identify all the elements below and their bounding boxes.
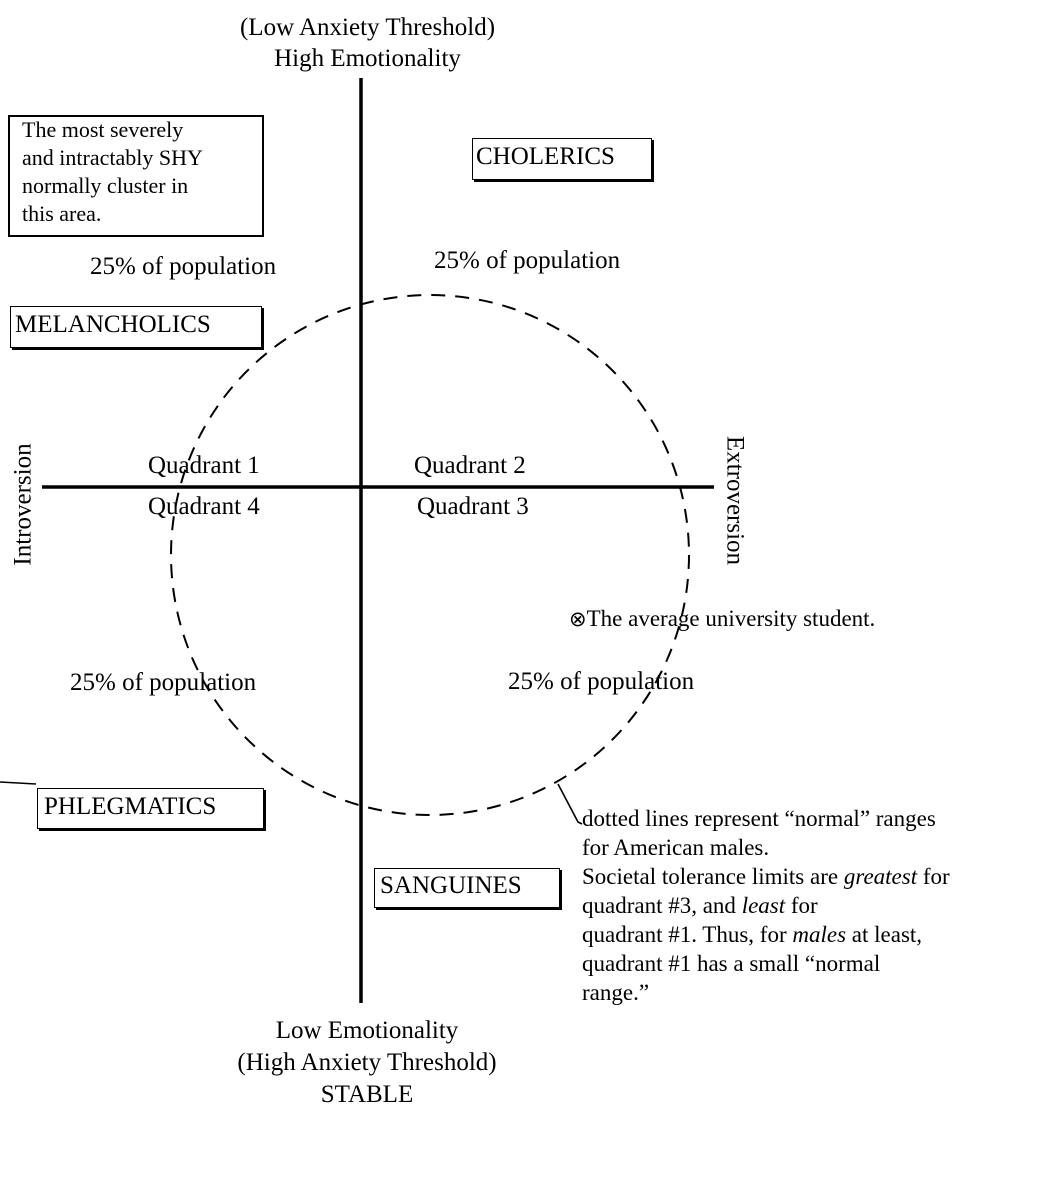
cholerics-box: [472, 138, 652, 180]
quadrant-3-label: Quadrant 3: [417, 493, 529, 520]
stray-mark: [0, 781, 37, 785]
range-note-greatest: greatest: [843, 864, 918, 889]
range-note-pointer: [557, 783, 583, 825]
cholerics-label: CHOLERICS: [476, 143, 615, 170]
sanguines-box: [374, 868, 560, 908]
bottom-axis-label-2: (High Anxiety Threshold): [237, 1049, 497, 1076]
shy-note-line-1: The most severely: [22, 117, 184, 142]
student-marker-row: ⊗The average university student.: [569, 604, 875, 634]
sanguines-label: SANGUINES: [380, 872, 522, 899]
range-note-line-5: quadrant #1. Thus, for males at least,: [582, 920, 922, 949]
shy-note-line-4: this area.: [22, 201, 102, 226]
quadrant-4-label: Quadrant 4: [148, 493, 260, 520]
range-note-line-6: quadrant #1 has a small “normal: [582, 951, 881, 976]
student-label: The average university student.: [586, 606, 876, 631]
range-note-line-1: dotted lines represent “normal” ranges: [582, 806, 936, 831]
range-note-line-5a: quadrant #1. Thus, for: [582, 922, 793, 947]
range-note-line-7: range.”: [582, 980, 650, 1005]
normal-range-ellipse: [170, 294, 690, 816]
range-note-line-4c: for: [785, 893, 818, 918]
melancholics-label: MELANCHOLICS: [15, 311, 211, 338]
extroversion-text: Extroversion: [721, 435, 749, 566]
range-note-line-3c: for: [917, 864, 950, 889]
extroversion-label: Extroversion: [721, 416, 750, 586]
bottom-axis-label-3: STABLE: [320, 1081, 414, 1108]
range-note-line-4a: quadrant #3, and: [582, 893, 742, 918]
shy-note-line-2: and intractably SHY: [22, 145, 203, 170]
range-note-least: least: [741, 893, 786, 918]
quadrant-2-label: Quadrant 2: [414, 452, 526, 479]
range-note-males: males: [792, 922, 847, 947]
phlegmatics-label: PHLEGMATICS: [44, 793, 217, 820]
quadrant-1-label: Quadrant 1: [148, 452, 260, 479]
population-q2: 25% of population: [434, 247, 621, 274]
population-q4: 25% of population: [70, 669, 257, 696]
population-q1: 25% of population: [90, 253, 277, 280]
introversion-label: Introversion: [9, 420, 38, 590]
shy-note-line-3: normally cluster in: [22, 173, 189, 198]
range-note-line-4: quadrant #3, and least for: [582, 891, 818, 920]
phlegmatics-box: [37, 788, 264, 829]
range-note-line-5c: at least,: [846, 922, 923, 947]
student-marker-icon: ⊗: [569, 607, 587, 631]
bottom-axis-label-1: Low Emotionality: [275, 1017, 459, 1044]
range-note-line-2: for American males.: [582, 835, 770, 860]
melancholics-box: [10, 306, 262, 348]
introversion-text: Introversion: [9, 443, 37, 566]
top-axis-label-1: (Low Anxiety Threshold): [239, 14, 496, 41]
range-note-line-3a: Societal tolerance limits are: [582, 864, 844, 889]
top-axis-label-2: High Emotionality: [274, 45, 461, 72]
range-note-line-3: Societal tolerance limits are greatest f…: [582, 862, 950, 891]
population-q3: 25% of population: [508, 668, 695, 695]
shy-note-box: [8, 115, 264, 237]
